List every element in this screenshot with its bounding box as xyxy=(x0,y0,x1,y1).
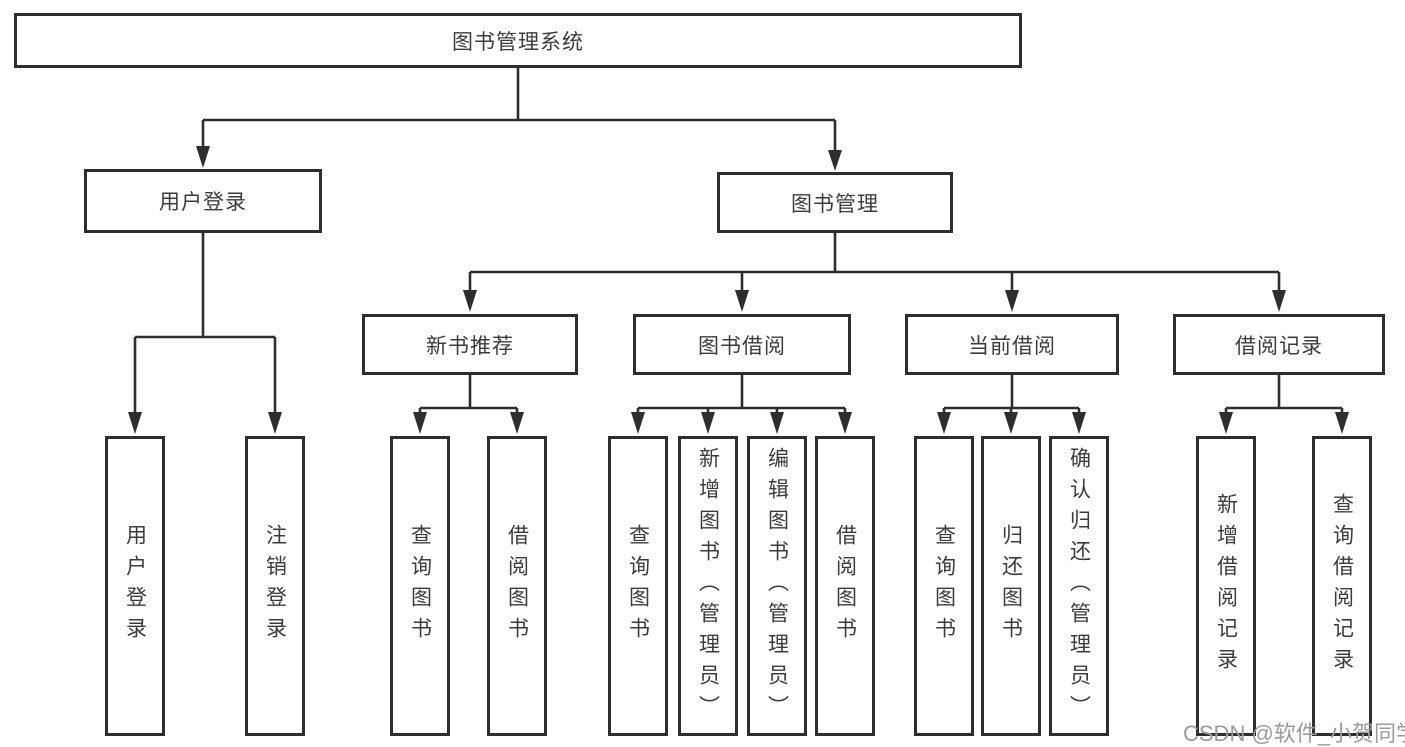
leaf-br-query-record-label: 查询借阅记录 xyxy=(1330,493,1354,679)
leaf-user-login: 用户登录 xyxy=(105,436,165,736)
leaf-bb-edit-books-admin: 编辑图书（管理员） xyxy=(747,436,807,736)
leaf-bb-borrow-books-label: 借阅图书 xyxy=(833,524,857,648)
node-new-book-recommend: 新书推荐 xyxy=(362,314,578,375)
leaf-user-login-label: 用户登录 xyxy=(123,524,147,648)
node-book-borrowing: 图书借阅 xyxy=(633,314,851,375)
node-user-login: 用户登录 xyxy=(84,169,322,233)
leaf-bb-query-books-label: 查询图书 xyxy=(626,524,650,648)
leaf-cb-confirm-return-admin: 确认归还（管理员） xyxy=(1049,436,1109,736)
leaf-cb-return-books: 归还图书 xyxy=(981,436,1041,736)
leaf-logout: 注销登录 xyxy=(245,436,305,736)
node-borrowing-records: 借阅记录 xyxy=(1173,314,1385,375)
leaf-bb-borrow-books: 借阅图书 xyxy=(815,436,875,736)
leaf-nbr-borrow-books: 借阅图书 xyxy=(487,436,547,736)
node-book-borrowing-label: 图书借阅 xyxy=(698,334,786,358)
node-book-management: 图书管理 xyxy=(717,172,953,233)
leaf-nbr-borrow-books-label: 借阅图书 xyxy=(505,524,529,648)
node-current-borrowing-label: 当前借阅 xyxy=(968,334,1056,358)
arrowheads xyxy=(128,146,1349,434)
node-borrowing-records-label: 借阅记录 xyxy=(1235,334,1323,358)
leaf-br-add-record: 新增借阅记录 xyxy=(1196,436,1256,736)
leaf-br-query-record: 查询借阅记录 xyxy=(1312,436,1372,736)
leaf-nbr-query-books-label: 查询图书 xyxy=(408,524,432,648)
leaf-cb-query-books-label: 查询图书 xyxy=(932,524,956,648)
node-current-borrowing: 当前借阅 xyxy=(905,314,1119,375)
csdn-watermark: CSDN @软件_小贺同学 xyxy=(1183,721,1405,746)
leaf-cb-return-books-label: 归还图书 xyxy=(999,524,1023,648)
leaf-nbr-query-books: 查询图书 xyxy=(390,436,450,736)
leaf-cb-query-books: 查询图书 xyxy=(914,436,974,736)
leaf-logout-label: 注销登录 xyxy=(263,524,287,648)
node-new-book-recommend-label: 新书推荐 xyxy=(426,334,514,358)
node-root-system: 图书管理系统 xyxy=(14,13,1022,68)
node-root-label: 图书管理系统 xyxy=(452,30,584,54)
node-book-management-label: 图书管理 xyxy=(791,192,879,216)
leaf-bb-query-books: 查询图书 xyxy=(608,436,668,736)
leaf-cb-confirm-return-admin-label: 确认归还（管理员） xyxy=(1067,446,1091,726)
leaf-bb-add-books-admin-label: 新增图书（管理员） xyxy=(696,446,720,726)
node-user-login-label: 用户登录 xyxy=(159,191,247,214)
leaf-bb-add-books-admin: 新增图书（管理员） xyxy=(678,436,738,736)
leaf-br-add-record-label: 新增借阅记录 xyxy=(1214,493,1238,679)
leaf-bb-edit-books-admin-label: 编辑图书（管理员） xyxy=(765,446,789,726)
